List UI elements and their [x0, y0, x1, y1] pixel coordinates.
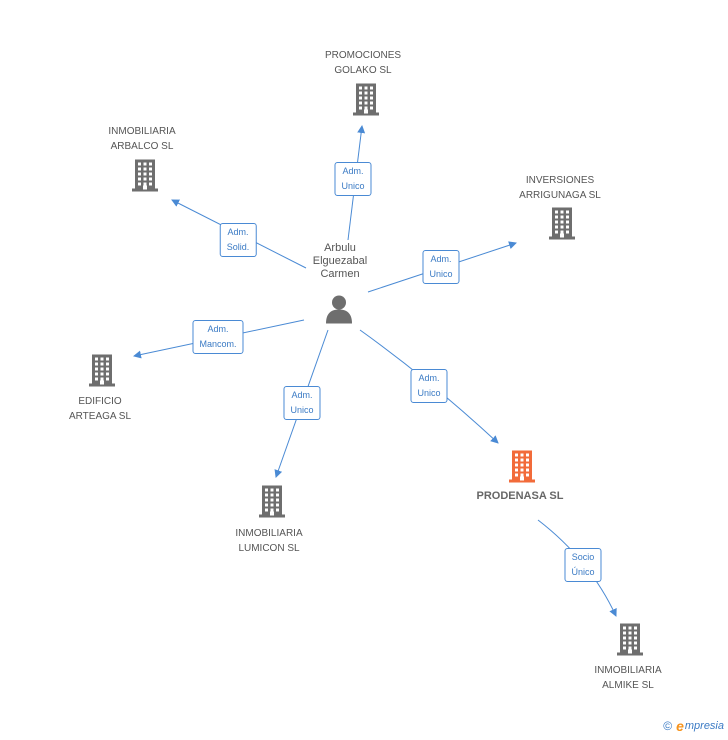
brand-name: mpresia — [684, 720, 724, 732]
edge-label-prodenasa: Adm. Unico — [410, 369, 448, 403]
company-label: ARRIGUNAGA SL — [519, 190, 601, 201]
footer-brand[interactable]: © e mpresia — [663, 718, 724, 734]
company-label: ARBALCO SL — [110, 141, 174, 152]
company-label: INMOBILIARIA — [235, 528, 303, 539]
edge-label-lumicon: Adm. Unico — [283, 386, 321, 420]
edge-label-arteaga: Adm. Mancom. — [192, 320, 244, 354]
company-label: INVERSIONES — [525, 175, 595, 186]
company-label: EDIFICIO — [78, 396, 122, 407]
company-label: ALMIKE SL — [602, 680, 654, 691]
company-label: INMOBILIARIA — [108, 126, 176, 137]
company-lumicon[interactable]: INMOBILIARIA LUMICON SL — [235, 526, 302, 556]
company-prodenasa[interactable]: PRODENASA SL — [477, 489, 564, 504]
company-label: PROMOCIONES — [324, 50, 402, 61]
person-name: Arbulu Elguezabal Carmen — [312, 242, 368, 280]
brand-logo-e: e — [676, 718, 684, 734]
building-icon[interactable] — [257, 484, 287, 523]
edge-label-arbalco: Adm. Solid. — [219, 223, 257, 257]
building-icon[interactable] — [547, 206, 577, 245]
edge-label-almike: Socio Único — [564, 548, 602, 582]
building-icon[interactable] — [130, 158, 160, 197]
company-label: INMOBILIARIA — [594, 665, 662, 676]
building-icon[interactable] — [615, 622, 645, 661]
company-label: GOLAKO SL — [334, 65, 392, 76]
company-label: PRODENASA SL — [476, 490, 564, 502]
company-arteaga[interactable]: EDIFICIO ARTEAGA SL — [69, 394, 131, 424]
company-arrigunaga[interactable]: INVERSIONES ARRIGUNAGA SL — [519, 173, 601, 203]
building-icon[interactable] — [87, 353, 117, 392]
company-promociones[interactable]: PROMOCIONES GOLAKO SL — [325, 48, 401, 78]
company-label: ARTEAGA SL — [68, 411, 132, 422]
company-label: LUMICON SL — [238, 543, 300, 554]
person-icon[interactable] — [324, 294, 354, 329]
edge-label-arrigunaga: Adm. Unico — [422, 250, 460, 284]
company-arbalco[interactable]: INMOBILIARIA ARBALCO SL — [108, 124, 175, 154]
building-icon-highlighted[interactable] — [507, 449, 537, 488]
company-almike[interactable]: INMOBILIARIA ALMIKE SL — [594, 663, 661, 693]
copyright-icon: © — [663, 719, 673, 733]
building-icon[interactable] — [351, 82, 381, 121]
edge-label-promociones: Adm. Unico — [334, 162, 372, 196]
